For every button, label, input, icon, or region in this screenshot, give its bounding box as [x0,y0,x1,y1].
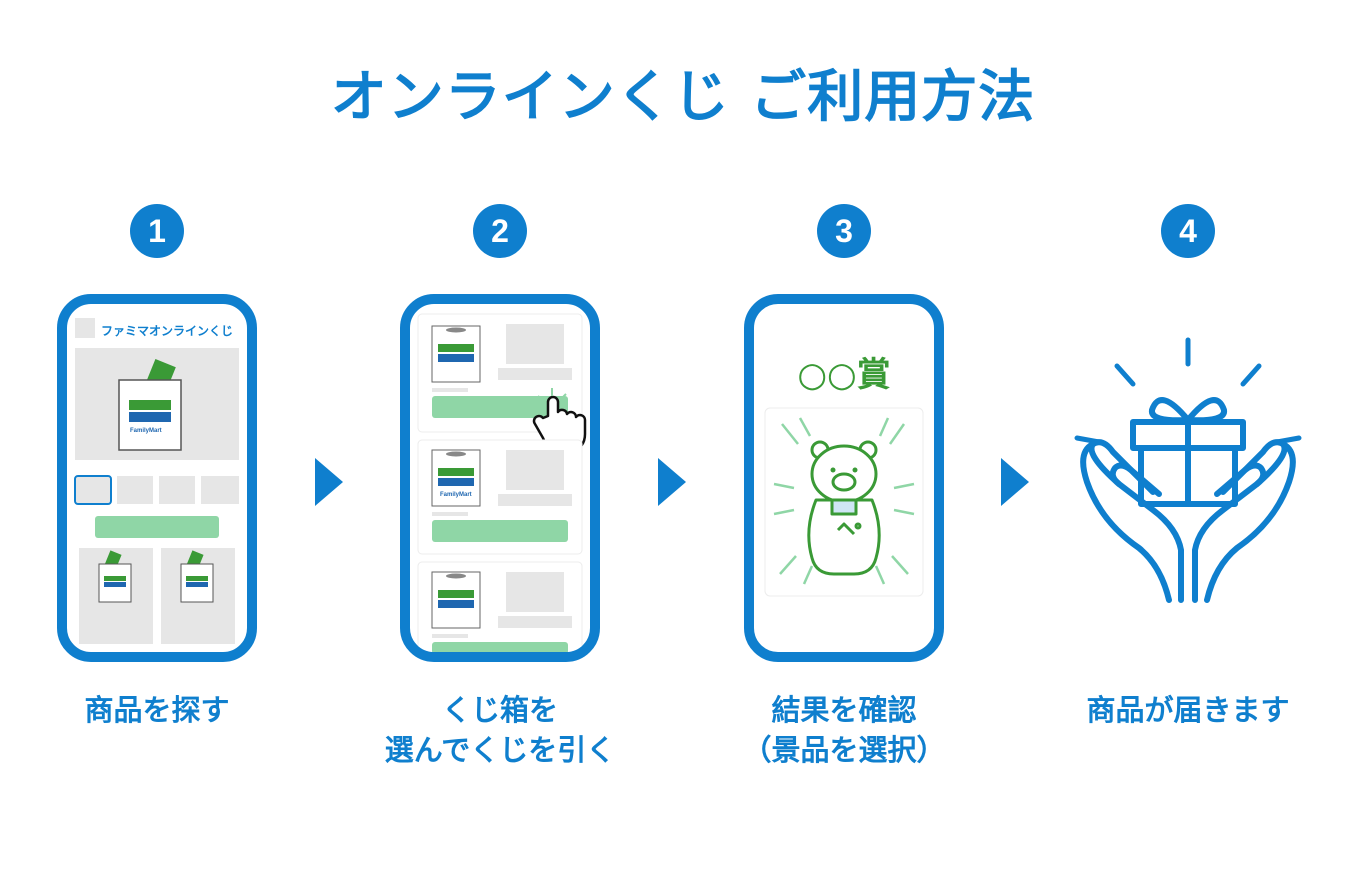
step-1: 1 ファミマオンラインくじ FamilyMart [32,0,282,880]
step-label: 結果を確認 （景品を選択） [742,693,946,767]
lottery-card[interactable] [417,561,583,652]
app-brand: ファミマオンラインくじ [101,324,233,338]
step-number: 4 [1161,204,1215,258]
result-screen-illustration: ○○賞 [764,355,924,597]
step-number: 1 [130,204,184,258]
lottery-card[interactable] [417,313,583,433]
step-3: 3 ○○賞 [719,0,969,880]
svg-text:FamilyMart: FamilyMart [440,492,472,498]
search-screen-illustration: ファミマオンラインくじ FamilyMart [74,318,239,644]
page-title: オンラインくじ ご利用方法 [330,65,1036,130]
step-label: くじ箱を 選んでくじを引く [384,693,616,767]
step-label: 商品を探す [84,693,230,727]
bear-mascot-icon [807,440,881,576]
phone-screen-search: ファミマオンラインくじ FamilyMart [57,294,257,662]
gift-delivery-illustration [1074,337,1302,603]
step-number: 2 [473,204,527,258]
svg-text:FamilyMart: FamilyMart [130,428,162,434]
buy-button[interactable] [95,516,219,538]
lottery-card[interactable]: FamilyMart [417,439,583,555]
draw-screen-illustration: FamilyMart [417,313,587,652]
arrow-right-icon [1001,458,1029,506]
step-4: 4 商品が届きます [1063,0,1313,880]
lottery-box-icon: FamilyMart [118,358,182,451]
step-label: 商品が届きます [1086,693,1290,727]
arrow-right-icon [315,458,343,506]
arrow-right-icon [658,458,686,506]
step-2: 2 [375,0,625,880]
thumbnail[interactable] [159,476,195,504]
hands-icon [1080,439,1296,603]
step-number: 3 [817,204,871,258]
draw-button[interactable] [432,396,568,418]
draw-button[interactable] [432,520,568,542]
draw-button[interactable] [432,642,568,652]
thumbnail-selected[interactable] [74,475,112,505]
phone-screen-draw: FamilyMart [400,294,600,662]
thumbnail[interactable] [201,476,239,504]
lottery-box-icon [98,550,214,603]
prize-title: ○○賞 [797,355,890,395]
pointer-hand-icon [532,388,587,454]
radiating-lines [773,417,915,585]
phone-screen-result: ○○賞 [744,294,944,662]
thumbnail[interactable] [117,476,153,504]
